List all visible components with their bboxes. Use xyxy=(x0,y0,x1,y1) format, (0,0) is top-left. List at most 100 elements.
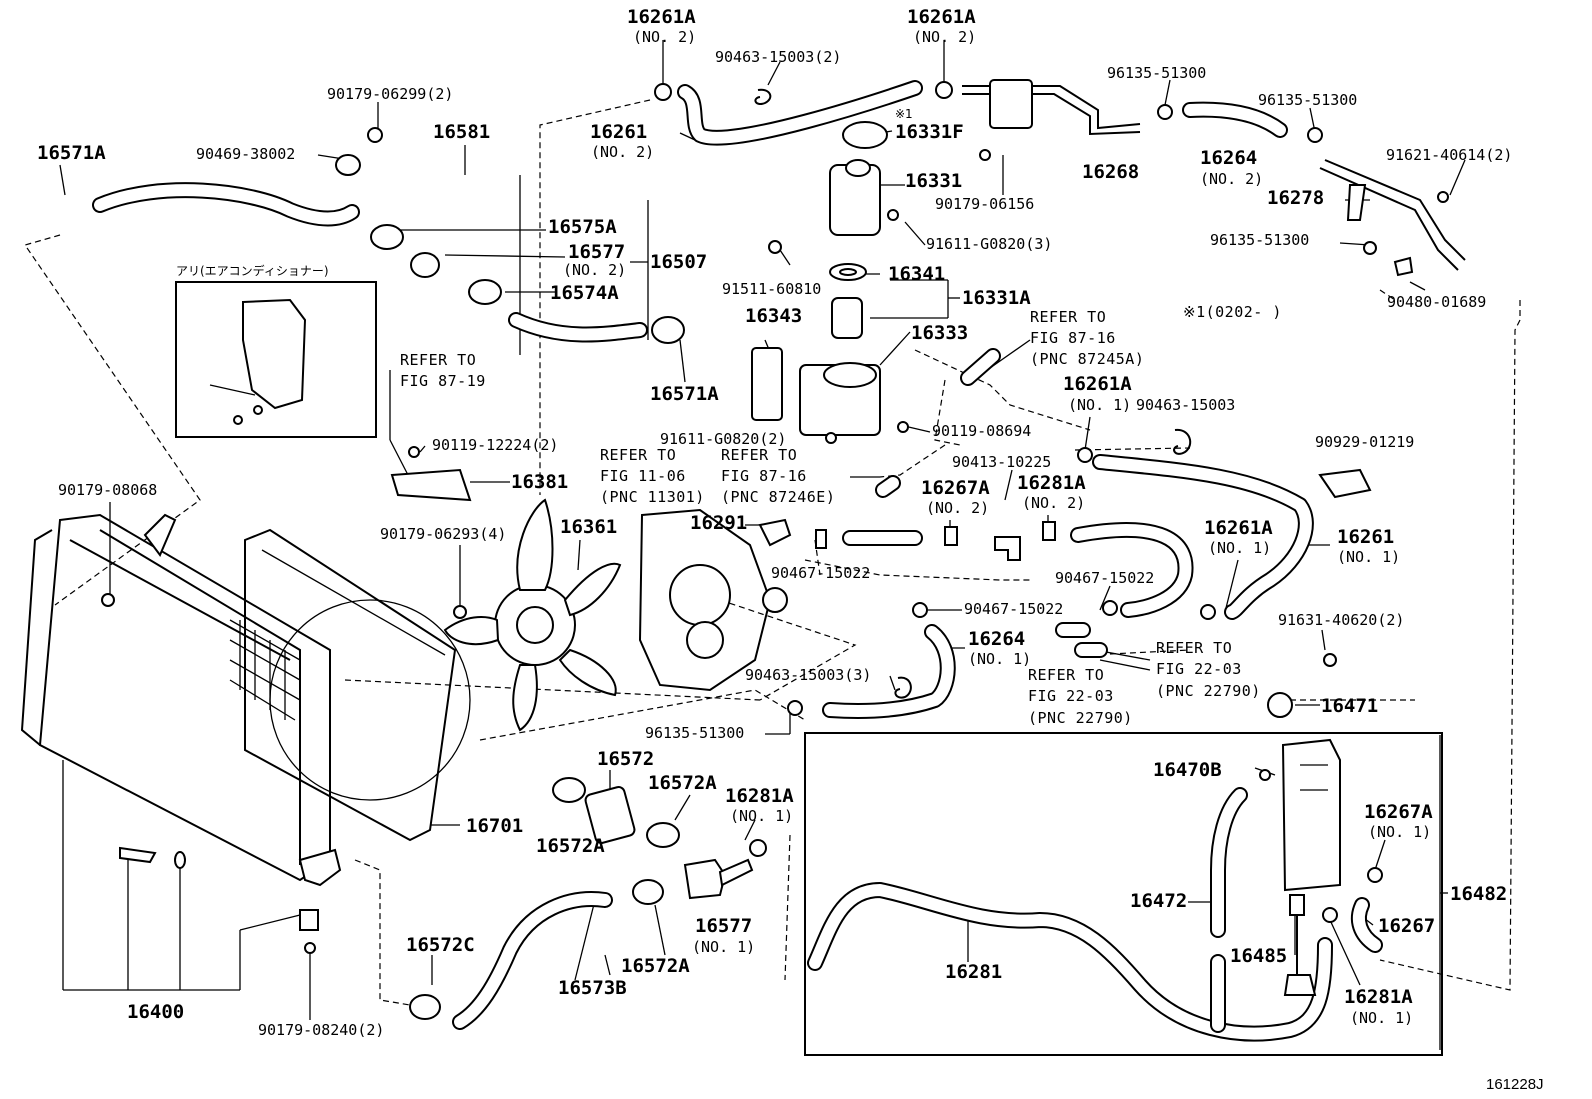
label-16333: 16333 xyxy=(911,322,969,344)
label-16485: 16485 xyxy=(1230,945,1288,967)
label-note1-mark: ※1 xyxy=(895,107,913,121)
label-90119-12224: 90119-12224(2) xyxy=(432,436,559,454)
label-16573B: 16573B xyxy=(558,977,627,999)
label-16574A: 16574A xyxy=(550,282,619,304)
label-refer-22-03-b: REFER TO xyxy=(1028,666,1105,684)
label-refer-22-03-a2: FIG 22-03 xyxy=(1156,660,1242,678)
label-16261A-no1-a: 16261A xyxy=(1063,373,1132,395)
label-16281A-no1-a: 16281A xyxy=(725,785,794,807)
water-pump xyxy=(638,508,792,692)
right-brackets xyxy=(989,79,1449,499)
label-16571A-b: 16571A xyxy=(650,383,719,405)
label-91511-60810: 91511-60810 xyxy=(722,280,822,298)
label-91611-G0820-3: 91611-G0820(3) xyxy=(926,235,1053,253)
label-refer-11-06-2: FIG 11-06 xyxy=(600,467,686,485)
label-16331: 16331 xyxy=(905,170,963,192)
label-refer-87-16-b3: (PNC 87246E) xyxy=(721,488,836,506)
label-aircon: アリ(エアコンディショナー) xyxy=(176,264,329,278)
label-16261A-no1-a-sub: (NO. 1) xyxy=(1068,396,1132,414)
label-16331A: 16331A xyxy=(962,287,1031,309)
label-refer-22-03-a: REFER TO xyxy=(1156,639,1233,657)
aircon-inset xyxy=(175,281,472,502)
label-16261-no1-sub: (NO. 1) xyxy=(1337,548,1401,566)
thermostat-assembly xyxy=(751,121,1001,498)
label-16581: 16581 xyxy=(433,121,491,143)
label-90179-08068: 90179-08068 xyxy=(58,481,158,499)
label-16264-no2-sub: (NO. 2) xyxy=(1200,170,1264,188)
label-16281A-no1-a-sub: (NO. 1) xyxy=(730,807,794,825)
label-16261A-top-left: 16261A xyxy=(627,6,696,28)
label-90929-01219: 90929-01219 xyxy=(1315,433,1415,451)
label-16267A-no2-sub: (NO. 2) xyxy=(926,499,990,517)
label-16264-no1: 16264 xyxy=(968,628,1026,650)
label-refer-87-16-b2: FIG 87-16 xyxy=(721,467,807,485)
label-16331F: 16331F xyxy=(895,121,964,143)
label-refer-87-19: REFER TO xyxy=(400,351,477,369)
label-16341: 16341 xyxy=(888,263,946,285)
label-refer-11-06: REFER TO xyxy=(600,446,677,464)
label-16261A-top-left-sub: (NO. 2) xyxy=(633,28,697,46)
label-16701: 16701 xyxy=(466,815,524,837)
upper-hoses xyxy=(92,80,1466,343)
label-16577-no2: 16577 xyxy=(568,241,626,263)
middle-hoses xyxy=(815,454,1337,719)
label-16281A-no1-b: 16281A xyxy=(1344,986,1413,1008)
label-refer-22-03-b2: FIG 22-03 xyxy=(1028,687,1114,705)
label-91631-40620: 91631-40620(2) xyxy=(1278,611,1405,629)
dashed-lines xyxy=(24,99,1521,1006)
label-90467-15022-a: 90467-15022 xyxy=(771,564,871,582)
label-90413-10225: 90413-10225 xyxy=(952,453,1052,471)
label-refer-87-16-a: REFER TO xyxy=(1030,308,1107,326)
label-90467-15022-c: 90467-15022 xyxy=(964,600,1064,618)
label-16268: 16268 xyxy=(1082,161,1140,183)
label-16361: 16361 xyxy=(560,516,618,538)
label-16267: 16267 xyxy=(1378,915,1436,937)
label-96135-51300-b: 96135-51300 xyxy=(1258,91,1358,109)
label-refer-87-16-b: REFER TO xyxy=(721,446,798,464)
lower-hoses xyxy=(452,786,754,1030)
label-96135-51300-d: 96135-51300 xyxy=(645,724,745,742)
label-16482: 16482 xyxy=(1450,883,1508,905)
label-90179-06156: 90179-06156 xyxy=(935,195,1035,213)
label-90467-15022-b: 90467-15022 xyxy=(1055,569,1155,587)
reserve-tank-box xyxy=(804,692,1443,1056)
label-90469-38002: 90469-38002 xyxy=(196,145,296,163)
label-16577-no1-sub: (NO. 1) xyxy=(692,938,756,956)
label-16261A-no1-b-sub: (NO. 1) xyxy=(1208,539,1272,557)
label-90179-06299: 90179-06299(2) xyxy=(327,85,454,103)
label-16264-no1-sub: (NO. 1) xyxy=(968,650,1032,668)
label-16281A-no1-b-sub: (NO. 1) xyxy=(1350,1009,1414,1027)
label-16575A: 16575A xyxy=(548,216,617,238)
label-91621-40614: 91621-40614(2) xyxy=(1386,146,1513,164)
label-16291: 16291 xyxy=(690,512,748,534)
label-16572C: 16572C xyxy=(406,934,475,956)
label-90463-15003-2: 90463-15003(2) xyxy=(715,48,842,66)
label-90480-01689: 90480-01689 xyxy=(1387,293,1487,311)
label-16571A-a: 16571A xyxy=(37,142,106,164)
label-refer-11-06-3: (PNC 11301) xyxy=(600,488,705,506)
label-16381: 16381 xyxy=(511,471,569,493)
label-16572: 16572 xyxy=(597,748,655,770)
label-16261A-top-right-sub: (NO. 2) xyxy=(913,28,977,46)
label-refer-22-03-a3: (PNC 22790) xyxy=(1156,682,1261,700)
label-16261-no2: 16261 xyxy=(590,121,648,143)
label-90179-08240: 90179-08240(2) xyxy=(258,1021,385,1039)
label-16577-no1: 16577 xyxy=(695,915,753,937)
label-96135-51300-c: 96135-51300 xyxy=(1210,231,1310,249)
label-16281A-no2-sub: (NO. 2) xyxy=(1022,494,1086,512)
fan xyxy=(443,498,622,732)
label-16267A-no1-sub: (NO. 1) xyxy=(1368,823,1432,841)
label-16261A-top-right: 16261A xyxy=(907,6,976,28)
label-16343: 16343 xyxy=(745,305,803,327)
fan-shroud xyxy=(244,528,471,842)
clamps xyxy=(335,81,1383,1020)
label-16264-no2: 16264 xyxy=(1200,147,1258,169)
label-90463-15003-3: 90463-15003(3) xyxy=(745,666,872,684)
label-16577-no2-sub: (NO. 2) xyxy=(563,261,627,279)
diagram-code: 161228J xyxy=(1486,1076,1544,1093)
label-90463-15003-b: 90463-15003 xyxy=(1136,396,1236,414)
label-90179-06293: 90179-06293(4) xyxy=(380,525,507,543)
label-16572A-c: 16572A xyxy=(621,955,690,977)
